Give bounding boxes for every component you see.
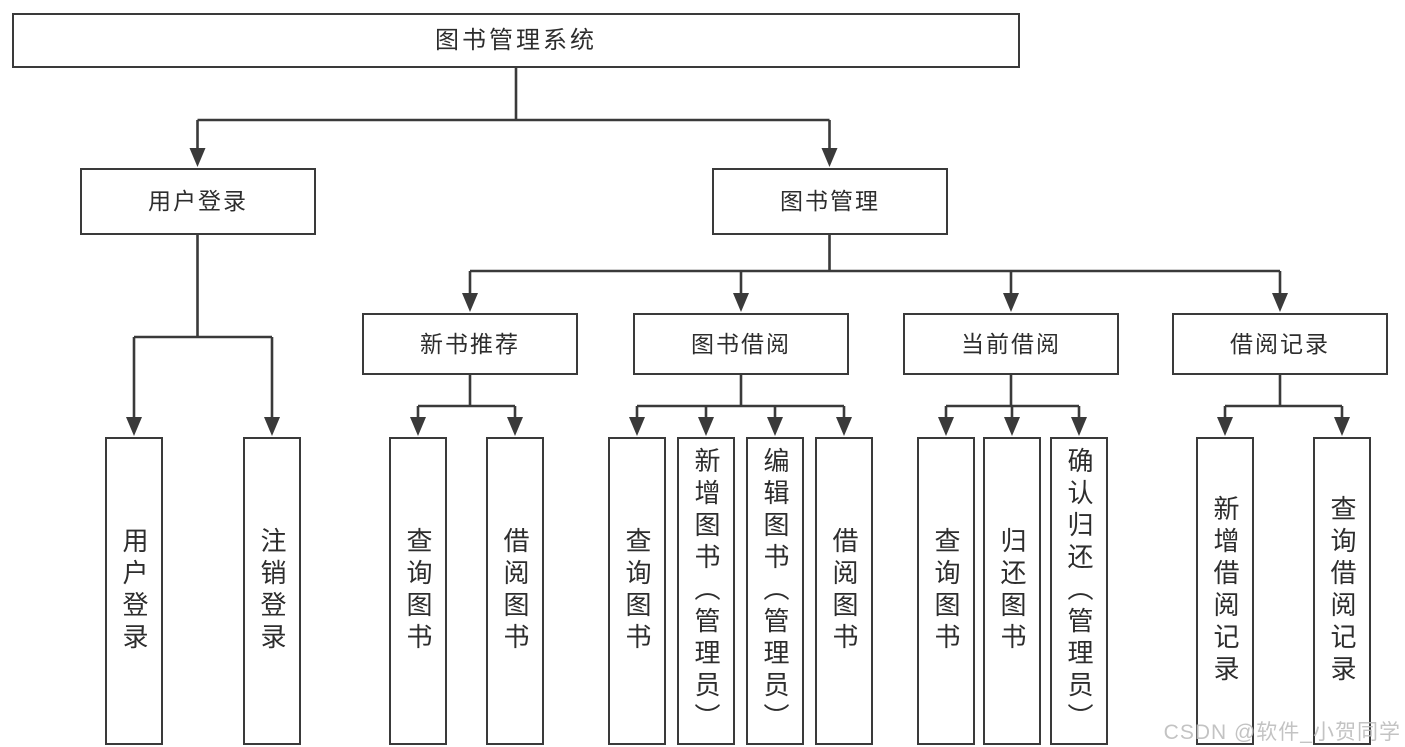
leaf-add-borrow-record: 新增借阅记录 (1196, 437, 1254, 745)
leaf-user-login: 用户登录 (105, 437, 163, 745)
node-new-book-recommend: 新书推荐 (362, 313, 578, 375)
arrow-down-icon (733, 293, 749, 312)
node-borrow-records: 借阅记录 (1172, 313, 1388, 375)
arrow-down-icon (1004, 417, 1020, 436)
arrow-down-icon (1272, 293, 1288, 312)
leaf-query-books-recommend: 查询图书 (389, 437, 447, 745)
leaf-borrow-books: 借阅图书 (815, 437, 873, 745)
connector-path (132, 68, 1344, 419)
node-book-management: 图书管理 (712, 168, 948, 235)
arrow-down-icon (507, 417, 523, 436)
arrow-down-icon (938, 417, 954, 436)
arrow-down-icon (1003, 293, 1019, 312)
leaf-confirm-return-admin: 确认归还（管理员） (1050, 437, 1108, 745)
leaf-edit-book-admin: 编辑图书（管理员） (746, 437, 804, 745)
arrow-down-icon (1217, 417, 1233, 436)
arrow-down-icon (836, 417, 852, 436)
arrow-down-icon (126, 417, 142, 436)
arrowheads (126, 148, 1350, 436)
leaf-logout: 注销登录 (243, 437, 301, 745)
leaf-query-borrow-record: 查询借阅记录 (1313, 437, 1371, 745)
arrow-down-icon (1334, 417, 1350, 436)
node-library-system: 图书管理系统 (12, 13, 1020, 68)
leaf-query-books-borrow: 查询图书 (608, 437, 666, 745)
node-book-borrow: 图书借阅 (633, 313, 849, 375)
arrow-down-icon (821, 148, 838, 167)
node-user-login: 用户登录 (80, 168, 316, 235)
arrow-down-icon (462, 293, 478, 312)
leaf-query-books-current: 查询图书 (917, 437, 975, 745)
arrow-down-icon (1071, 417, 1087, 436)
arrow-down-icon (629, 417, 645, 436)
arrow-down-icon (698, 417, 714, 436)
leaf-add-book-admin: 新增图书（管理员） (677, 437, 735, 745)
arrow-down-icon (767, 417, 783, 436)
leaf-return-book: 归还图书 (983, 437, 1041, 745)
node-current-borrow: 当前借阅 (903, 313, 1119, 375)
leaf-borrow-books-recommend: 借阅图书 (486, 437, 544, 745)
arrow-down-icon (189, 148, 206, 167)
arrow-down-icon (410, 417, 426, 436)
arrow-down-icon (264, 417, 280, 436)
